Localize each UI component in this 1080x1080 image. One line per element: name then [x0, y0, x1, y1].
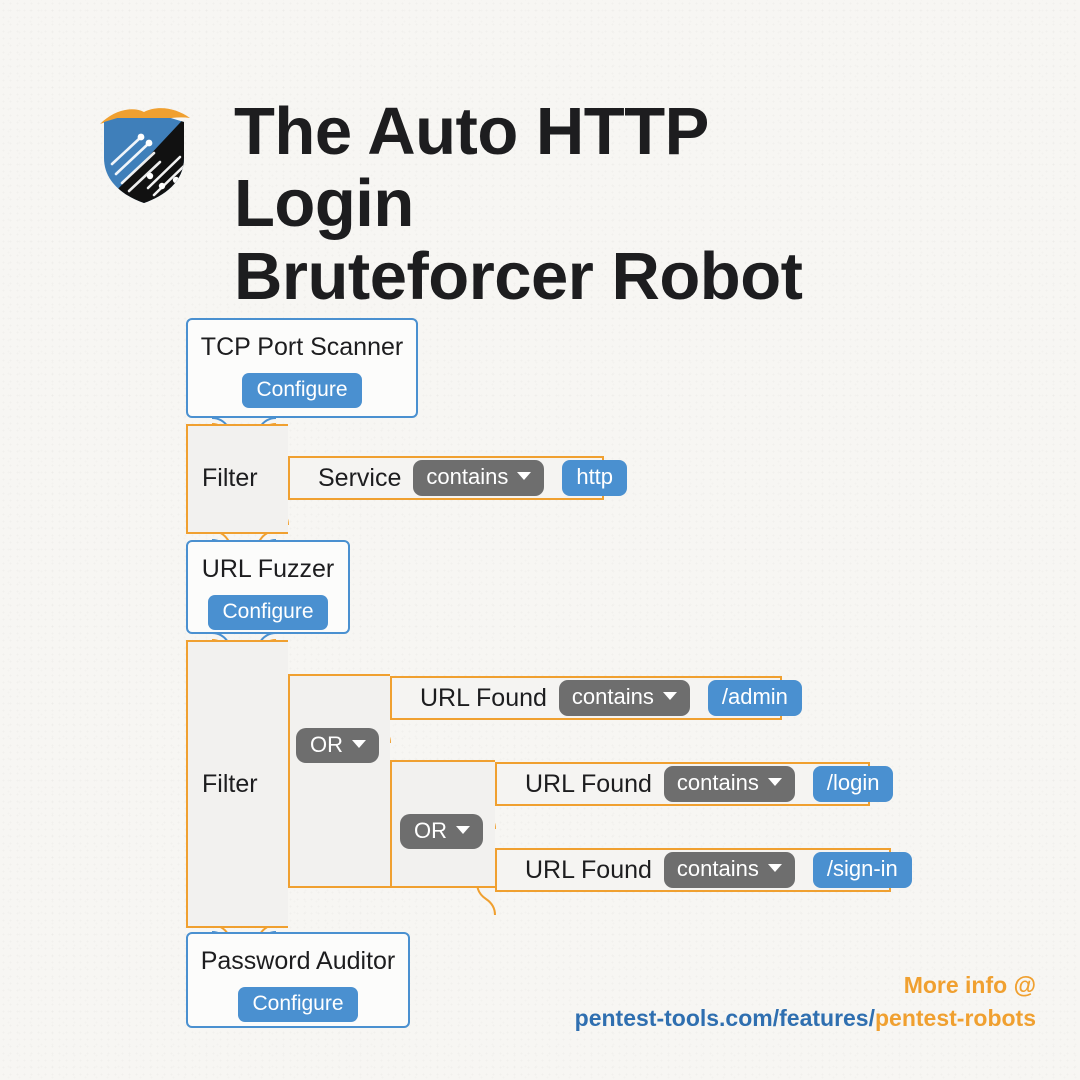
block-url-fuzzer[interactable]: URL Fuzzer Configure [186, 540, 350, 634]
condition-value-chip[interactable]: /sign-in [812, 852, 912, 888]
chevron-down-icon [517, 472, 532, 481]
block-password-auditor[interactable]: Password Auditor Configure [186, 932, 410, 1028]
condition-field-label: URL Found [525, 855, 652, 884]
chevron-down-icon [662, 692, 677, 701]
page-title: The Auto HTTP Login Bruteforcer Robot [234, 94, 803, 314]
more-info-label: More info @ [903, 972, 1036, 998]
url-fuzzer-configure-button[interactable]: Configure [208, 594, 328, 630]
tcp-port-scanner-title: TCP Port Scanner [200, 333, 404, 361]
block-filter-url-found[interactable] [186, 640, 288, 928]
chevron-down-icon [767, 778, 782, 787]
footer-url-path: pentest-robots [875, 1005, 1036, 1031]
tcp-port-scanner-configure-button[interactable]: Configure [242, 372, 362, 408]
block-tcp-port-scanner[interactable]: TCP Port Scanner Configure [186, 318, 418, 418]
condition-value-chip[interactable]: /login [812, 766, 894, 802]
or-joiner-inner[interactable]: OR [400, 814, 483, 850]
condition-service-contains-http[interactable]: Service contains http [288, 456, 628, 500]
condition-field-label: URL Found [420, 683, 547, 712]
operator-dropdown-label: contains [676, 856, 759, 882]
block-filter-service[interactable] [186, 424, 288, 534]
condition-url-found-signin[interactable]: URL Found contains /sign-in [495, 848, 912, 892]
condition-url-found-login[interactable]: URL Found contains /login [495, 762, 894, 806]
condition-url-found-admin[interactable]: URL Found contains /admin [390, 676, 802, 720]
condition-value-chip[interactable]: http [562, 460, 628, 496]
condition-value-chip[interactable]: /admin [707, 680, 802, 716]
chevron-down-icon [767, 864, 782, 873]
condition-field-label: URL Found [525, 769, 652, 798]
filter-service-label: Filter [202, 464, 258, 492]
or-group-outer[interactable] [288, 674, 390, 888]
operator-dropdown-label: contains [676, 770, 759, 796]
filter-url-found-label: Filter [202, 770, 258, 798]
header: The Auto HTTP Login Bruteforcer Robot [96, 94, 894, 314]
footer-url-domain: pentest-tools.com/features/ [574, 1005, 875, 1031]
pentest-tools-shield-logo [96, 102, 192, 206]
chevron-down-icon [352, 740, 366, 749]
operator-dropdown[interactable]: contains [663, 852, 795, 888]
footer-url[interactable]: pentest-tools.com/features/pentest-robot… [575, 1005, 1036, 1031]
password-auditor-configure-button[interactable]: Configure [238, 986, 358, 1022]
operator-dropdown[interactable]: contains [413, 460, 545, 496]
operator-dropdown-label: contains [426, 464, 509, 490]
operator-dropdown[interactable]: contains [558, 680, 690, 716]
or-joiner-outer-label: OR [310, 732, 343, 757]
operator-dropdown[interactable]: contains [663, 766, 795, 802]
chevron-down-icon [456, 826, 470, 835]
or-joiner-outer[interactable]: OR [296, 728, 379, 764]
url-fuzzer-title: URL Fuzzer [201, 555, 335, 583]
operator-dropdown-label: contains [571, 684, 654, 710]
footer: More info @ pentest-tools.com/features/p… [575, 972, 1036, 1032]
condition-field-label: Service [318, 463, 402, 492]
or-joiner-inner-label: OR [414, 818, 447, 843]
password-auditor-title: Password Auditor [200, 947, 396, 975]
